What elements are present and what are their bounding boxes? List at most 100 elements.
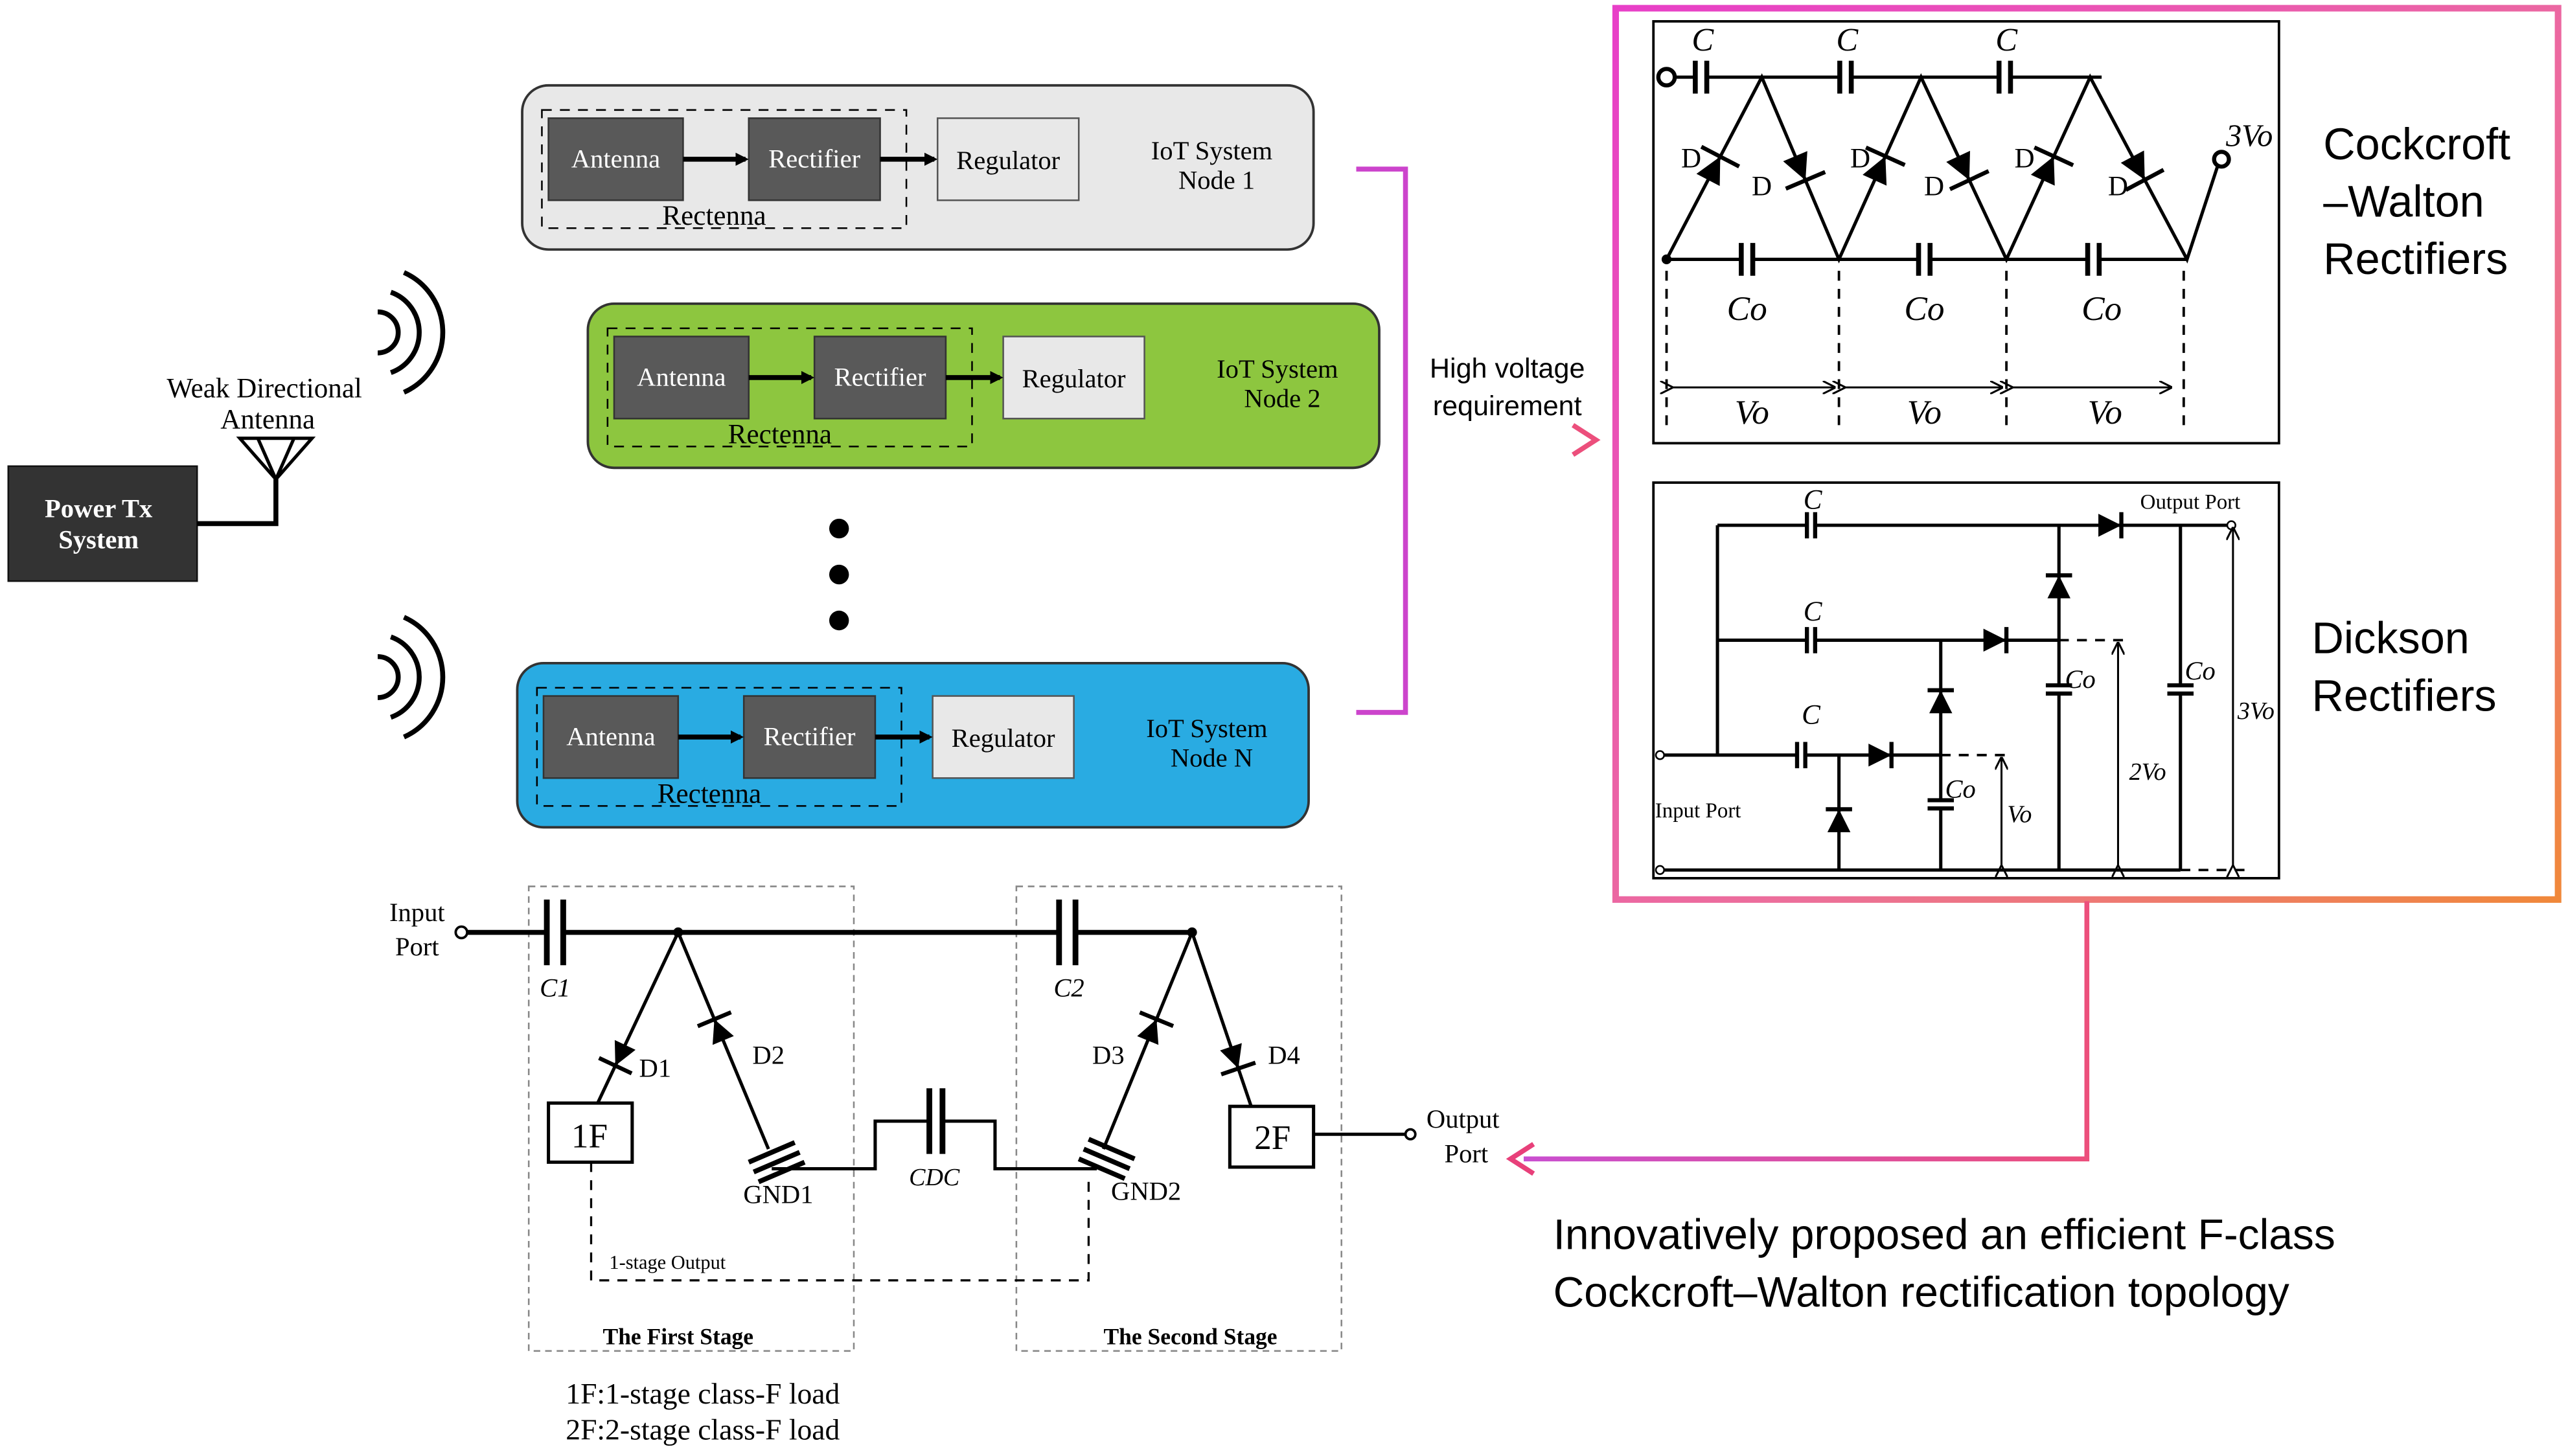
input-port-label-2: Port [395, 932, 439, 961]
diode-icon [2045, 573, 2072, 598]
cw-cap-label: C [1836, 22, 1859, 58]
diode-icon [2030, 145, 2074, 186]
diode-icon [1868, 742, 1894, 769]
capacitor-icon [1996, 60, 2013, 94]
cw-stage-voltage: Vo [2088, 393, 2122, 431]
diode-icon [696, 1010, 734, 1045]
antenna-label-2: Antenna [220, 404, 315, 435]
output-port-label-2: Port [1445, 1139, 1489, 1168]
cw-diode-label: D [2108, 172, 2128, 202]
capacitor-icon [1794, 742, 1807, 769]
node-title-1: IoT System [1217, 354, 1338, 383]
diode-icon [1220, 1043, 1256, 1076]
dickson-circuit [1652, 481, 2280, 880]
diode-icon [1137, 1010, 1175, 1045]
dickson-v3: 3Vo [2237, 698, 2275, 725]
capacitor-gap [929, 1088, 943, 1154]
requirement-line-2: requirement [1433, 391, 1582, 422]
cw-out-cap-label: Co [2081, 290, 2122, 328]
diode-triangle [1983, 628, 2007, 652]
diode-bar [2033, 145, 2074, 167]
diode-bar [696, 1010, 732, 1029]
diode-bar [1700, 144, 1741, 168]
dickson-cap-label: C [1802, 700, 1821, 731]
wireless-waves-icon [377, 270, 446, 395]
capacitor-gap [2087, 243, 2100, 276]
dickson-cap-label: C [1804, 597, 1823, 627]
cw-cap-label: C [1691, 22, 1714, 58]
cw-out-cap-label: Co [1727, 290, 1767, 328]
diode-triangle [712, 1019, 734, 1045]
output-port-label-1: Output [1427, 1104, 1500, 1133]
capacitor-icon [2167, 683, 2194, 696]
cw-output-voltage: 3Vo [2225, 119, 2273, 154]
cw-diode-label: D [1924, 172, 1944, 202]
load-1f: 1F [571, 1117, 608, 1155]
antenna-block: Antenna [571, 144, 660, 174]
capacitor-icon [1693, 60, 1710, 94]
regulator-block: Regulator [952, 723, 1055, 753]
diode-bar [598, 1056, 633, 1076]
diode-icon [2098, 512, 2124, 539]
iot-node-2: Antenna Rectifier Regulator Rectenna IoT… [586, 302, 1381, 470]
capacitor-icon [544, 899, 566, 966]
diode-triangle [2120, 150, 2145, 180]
capacitor-gap [1839, 60, 1851, 94]
cw-diode-label: D [1850, 144, 1870, 174]
diode-icon [2120, 150, 2165, 192]
cw-diode-label: D [1681, 144, 1701, 174]
stage1-output-label: 1-stage Output [609, 1251, 726, 1273]
d4-label: D4 [1268, 1040, 1300, 1069]
rectifier-block: Rectifier [834, 363, 926, 392]
dickson-title-2: Rectifiers [2312, 671, 2497, 720]
more-nodes-ellipsis [829, 518, 849, 631]
caption-line-2: Cockcroft–Walton rectification topology [1553, 1268, 2289, 1315]
dickson-title-1: Dickson [2312, 614, 2470, 663]
rectifier-options-frame [1612, 5, 2562, 903]
cockcroft-walton-circuit [1652, 20, 2280, 445]
diode-triangle [1929, 690, 1953, 714]
diode-triangle [1868, 744, 1892, 767]
diode-bar [2125, 168, 2165, 192]
capacitor-icon [1739, 243, 1756, 276]
diode-triangle [1827, 809, 1851, 832]
cw-diode-label: D [2014, 144, 2034, 174]
rectenna-label: Rectenna [662, 201, 766, 231]
diode-triangle [1220, 1043, 1242, 1069]
caption-line-1: Innovatively proposed an efficient F-cla… [1553, 1211, 2335, 1258]
dickson-v1: Vo [2007, 801, 2032, 828]
c1-label: C1 [540, 973, 570, 1002]
cw-title-2: –Walton [2323, 177, 2484, 227]
power-tx-box [7, 465, 198, 582]
d3-label: D3 [1092, 1040, 1125, 1069]
diode-triangle [1863, 156, 1887, 186]
node-title-2: Node 2 [1244, 384, 1320, 413]
power-tx-label-1: Power Tx [45, 494, 153, 523]
node-title-2: Node 1 [1178, 165, 1255, 194]
capacitor-gap [1918, 243, 1931, 276]
proposal-connector [1524, 901, 2090, 1162]
diode-triangle [1137, 1019, 1159, 1045]
dickson-out-cap-label: Co [2065, 665, 2096, 694]
arrow-head-icon [1571, 423, 1601, 457]
rectenna-label: Rectenna [658, 779, 761, 809]
diode-bar [1139, 1010, 1175, 1029]
antenna-label-1: Weak Directional [166, 373, 362, 404]
first-stage-label: The First Stage [603, 1324, 754, 1350]
diode-triangle [1696, 156, 1721, 187]
dickson-out-cap-label: Co [1945, 775, 1976, 804]
cw-title-1: Cockcroft [2323, 120, 2510, 169]
diode-triangle [2030, 156, 2055, 186]
second-stage-label: The Second Stage [1104, 1324, 1278, 1350]
requirement-line-1: High voltage [1430, 353, 1585, 384]
d2-label: D2 [752, 1040, 785, 1069]
node-title-2: Node N [1171, 744, 1253, 773]
capacitor-icon [2045, 683, 2072, 696]
node-title-1: IoT System [1151, 136, 1272, 165]
legend-2f: 2F:2-stage class-F load [566, 1413, 840, 1446]
diode-icon [1946, 150, 1990, 191]
capacitor-gap [1695, 60, 1707, 94]
diode-bar [1221, 1060, 1256, 1076]
diode-icon [598, 1040, 636, 1076]
diode-icon [1927, 688, 1955, 714]
